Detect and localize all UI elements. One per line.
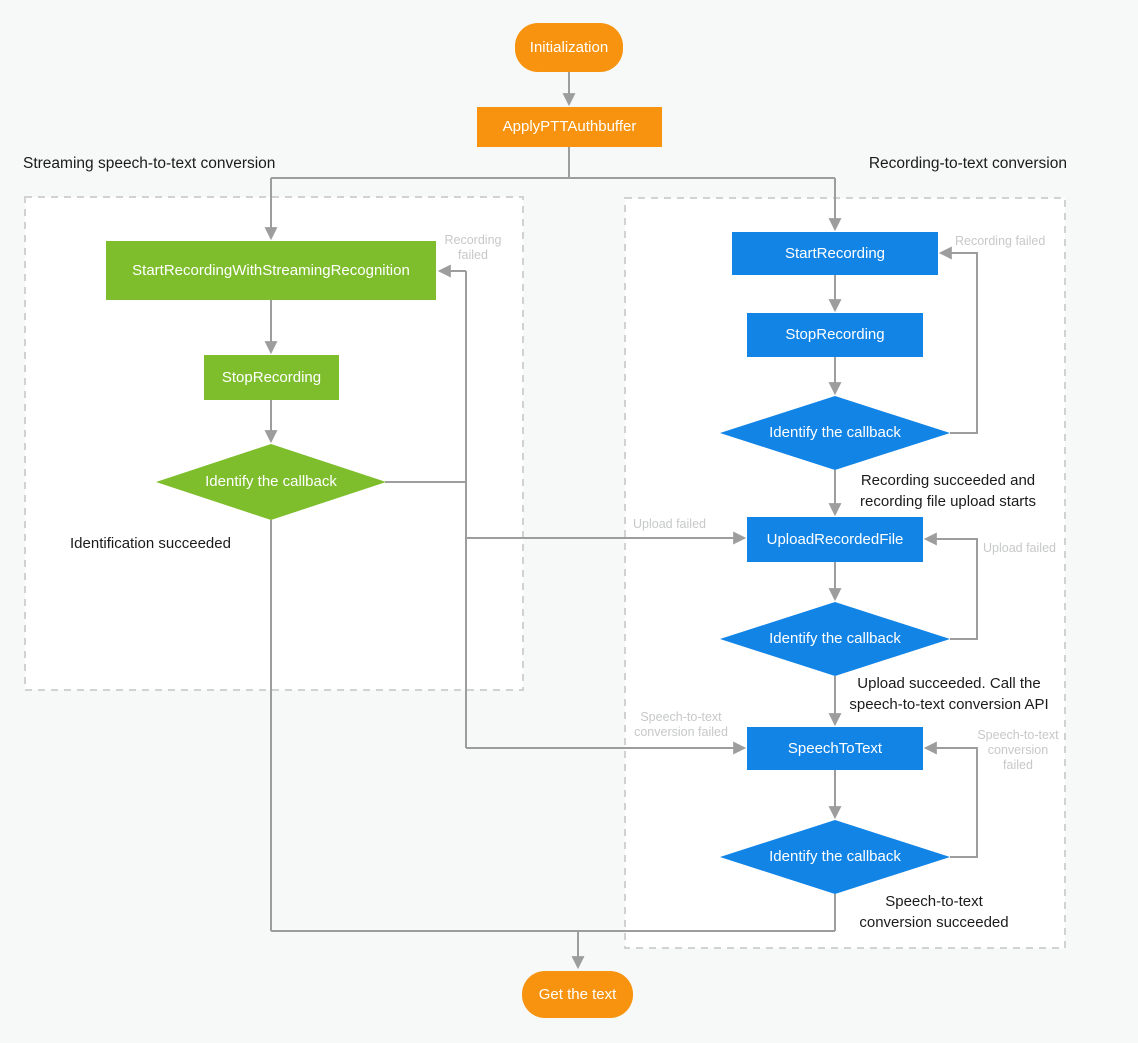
node-upload-recorded-file: UploadRecordedFile xyxy=(747,517,923,562)
label-conversion-failed-from-streaming: Speech-to-text conversion failed xyxy=(634,710,728,739)
node-initialization: Initialization xyxy=(515,23,623,72)
label-upload-failed-from-streaming: Upload failed xyxy=(633,517,706,531)
node-speech-to-text: SpeechToText xyxy=(747,727,923,770)
arrow-recording-retry-loop xyxy=(938,246,978,434)
label-recording-failed-streaming: Recording failed xyxy=(444,233,502,262)
section-title-recording: Recording-to-text conversion xyxy=(868,155,1067,172)
section-title-streaming: Streaming speech-to-text conversion xyxy=(23,155,276,172)
arrow-stt-retry-loop xyxy=(923,741,978,858)
annotation-conversion-succeeded: Speech-to-text conversion succeeded xyxy=(859,893,1009,931)
label-upload-failed-retry: Upload failed xyxy=(983,541,1056,555)
node-stop-recording: StopRecording xyxy=(747,313,923,357)
annotation-recording-succeeded: Recording succeeded and recording file u… xyxy=(860,472,1036,510)
node-start-recording-with-streaming-recognition: StartRecordingWithStreamingRecognition xyxy=(106,241,436,300)
node-stop-recording-streaming: StopRecording xyxy=(204,355,339,400)
node-apply-ptt-authbuffer: ApplyPTTAuthbuffer xyxy=(477,107,662,147)
label-recording-failed: Recording failed xyxy=(955,234,1046,248)
annotation-identification-succeeded: Identification succeeded xyxy=(70,535,231,552)
label-conversion-failed-retry: Speech-to-text conversion failed xyxy=(977,728,1059,772)
node-get-the-text: Get the text xyxy=(522,971,633,1018)
node-start-recording: StartRecording xyxy=(732,232,938,275)
arrow-upload-retry-loop xyxy=(923,532,978,640)
annotation-upload-succeeded: Upload succeeded. Call the speech-to-tex… xyxy=(849,675,1049,713)
